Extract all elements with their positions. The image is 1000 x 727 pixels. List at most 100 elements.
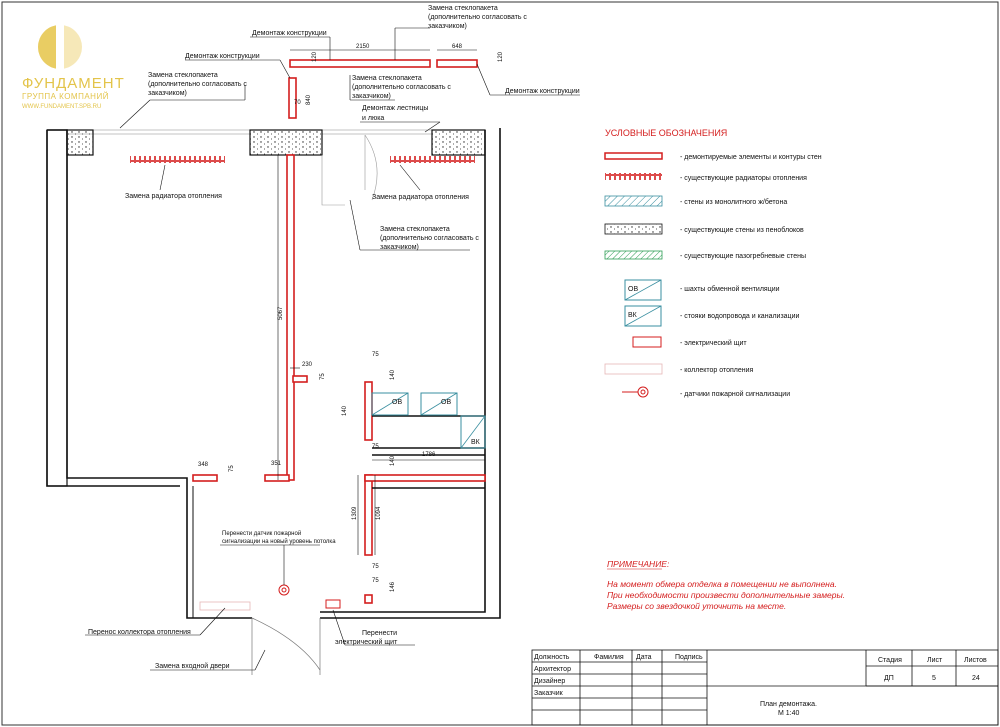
dim-840: 840: [306, 94, 312, 105]
callout-steklo-mid-2: (дополнительно согласовать с: [352, 84, 451, 91]
note-line-3: Размеры со звездочкой уточнить на месте.: [607, 601, 786, 611]
dim-1786: 1786: [422, 452, 436, 458]
tb-plan-title: План демонтажа.: [760, 701, 817, 708]
legend-item-2: - существующие радиаторы отопления: [680, 175, 807, 182]
dim-75e: 75: [372, 564, 379, 570]
legend-symbol-concrete: [604, 195, 663, 207]
callout-texts: Демонтаж конструкции Замена стеклопакета…: [88, 5, 580, 670]
legend-item-10: - датчики пожарной сигнализации: [680, 390, 790, 398]
logo-subtitle: ГРУППА КОМПАНИЙ: [22, 92, 109, 101]
legend-symbol-partition: [604, 250, 663, 260]
dim-230: 230: [302, 362, 313, 368]
dim-75a: 75: [320, 373, 326, 380]
stair-hatch-outline: [321, 134, 378, 206]
dim-5067: 5067: [278, 306, 284, 320]
leader-lines: [85, 27, 580, 671]
legend-symbol-vk: ВК: [624, 305, 662, 327]
logo-url: WWW.FUNDAMENT.SPB.RU: [22, 104, 101, 110]
note-line-1: На момент обмера отделка в помещении не …: [607, 579, 837, 589]
dim-140c: 140: [390, 455, 396, 466]
shaft-ov-1: ОВ: [392, 399, 402, 406]
dim-75b: 75: [372, 352, 379, 358]
legend-ov-label: ОВ: [628, 286, 638, 293]
callout-demontazh-left: Демонтаж конструкции: [185, 53, 260, 60]
legend-symbol-sensor: [622, 386, 649, 398]
callout-steklo-left-1: Замена стеклопакета: [148, 72, 218, 79]
dim-1094: 1094: [376, 506, 382, 520]
note-title: ПРИМЕЧАНИЕ:: [607, 559, 670, 569]
dim-140b: 140: [342, 405, 348, 416]
entrance-door: [251, 617, 321, 675]
callout-demontazh-right: Демонтаж конструкции: [505, 88, 580, 95]
note-line-2: При необходимости произвести дополнитель…: [607, 590, 845, 600]
callout-fire-2: сигнализации на новый уровень потолка: [222, 538, 336, 545]
dim-348: 348: [198, 462, 209, 468]
dim-120a: 120: [312, 51, 318, 62]
callout-radiator-right: Замена радиатора отопления: [372, 194, 469, 201]
callout-steklo-top-1: Замена стеклопакета: [428, 5, 498, 12]
tb-sheet-value: 5: [932, 675, 936, 682]
logo-name: ФУНДАМЕНТ: [22, 75, 125, 92]
tb-head-role: Должность: [534, 654, 570, 661]
callout-steklo-left-3: заказчиком): [148, 90, 187, 97]
radiator-right: [390, 156, 475, 163]
callout-steklo-mid-1: Замена стеклопакета: [352, 75, 422, 82]
callout-panel-1: Перенести: [362, 630, 397, 637]
foam-block-walls: [46, 129, 486, 487]
dim-1309: 1309: [352, 506, 358, 520]
legend: УСЛОВНЫЕ ОБОЗНАЧЕНИЯ ОВ ВК - демонтируем…: [604, 128, 822, 398]
callout-radiator-left: Замена радиатора отопления: [125, 193, 222, 200]
callout-steklo-top-2: (дополнительно согласовать с: [428, 14, 527, 21]
callout-door: Замена входной двери: [155, 662, 230, 670]
legend-item-6: - шахты обменной вентиляции: [680, 285, 780, 293]
dim-70: 70: [294, 100, 301, 106]
legend-symbol-panel: [632, 336, 662, 348]
tb-head-sign: Подпись: [675, 654, 703, 661]
note-block: ПРИМЕЧАНИЕ: На момент обмера отделка в п…: [607, 559, 845, 611]
legend-symbol-collector: [604, 363, 663, 375]
dimension-labels: 2150 648 120 120 840 70 5067 230 75 75 1…: [198, 44, 504, 592]
dim-2150: 2150: [356, 44, 370, 50]
shaft-ov-2: ОВ: [441, 399, 451, 406]
tb-row-designer: Дизайнер: [534, 677, 565, 685]
window-strips: [67, 129, 432, 135]
dim-351: 351: [271, 461, 282, 467]
legend-symbol-ov: ОВ: [624, 279, 662, 301]
legend-item-7: - стояки водопровода и канализации: [680, 313, 799, 320]
dim-75d: 75: [372, 444, 379, 450]
dim-648: 648: [452, 44, 463, 50]
callout-steklo-left-2: (дополнительно согласовать с: [148, 81, 247, 88]
electric-panel: [325, 599, 341, 609]
dim-75f: 75: [372, 578, 379, 584]
callout-demontazh-top: Демонтаж конструкции: [252, 30, 327, 37]
callout-stairs-1: Демонтаж лестницы: [362, 105, 428, 112]
callout-panel-2: электрический щит: [335, 638, 398, 646]
dim-75c: 75: [229, 465, 235, 472]
company-logo: ФУНДАМЕНТ ГРУППА КОМПАНИЙ WWW.FUNDAMENT.…: [22, 22, 125, 110]
title-block-texts: Должность Фамилия Дата Подпись Архитекто…: [534, 654, 987, 717]
legend-item-5: - существующие пазогребневые стены: [680, 252, 806, 260]
legend-symbol-demolish: [604, 152, 663, 160]
tb-stage-head: Стадия: [878, 657, 902, 664]
tb-sheets-value: 24: [972, 675, 980, 682]
legend-item-4: - существующие стены из пеноблоков: [680, 226, 804, 234]
dim-146: 146: [390, 581, 396, 592]
ventilation-shafts: ОВ ОВ ВК: [371, 392, 486, 449]
demolish-elements: [192, 59, 486, 604]
legend-item-1: - демонтируемые элементы и контуры стен: [680, 154, 822, 161]
title-block: [531, 649, 999, 726]
tb-row-client: Заказчик: [534, 690, 564, 697]
legend-symbol-foamblock: [604, 223, 663, 235]
callout-steklo-low-2: (дополнительно согласовать с: [380, 235, 479, 242]
callout-fire-1: Перенести датчик пожарной: [222, 530, 301, 537]
fire-sensor: [278, 584, 290, 596]
dim-140a: 140: [390, 369, 396, 380]
legend-item-8: - электрический щит: [680, 339, 747, 347]
callout-steklo-mid-3: заказчиком): [352, 93, 391, 100]
tb-plan-scale: М 1:40: [778, 710, 800, 717]
legend-item-9: - коллектор отопления: [680, 367, 754, 374]
callout-steklo-top-3: заказчиком): [428, 23, 467, 30]
